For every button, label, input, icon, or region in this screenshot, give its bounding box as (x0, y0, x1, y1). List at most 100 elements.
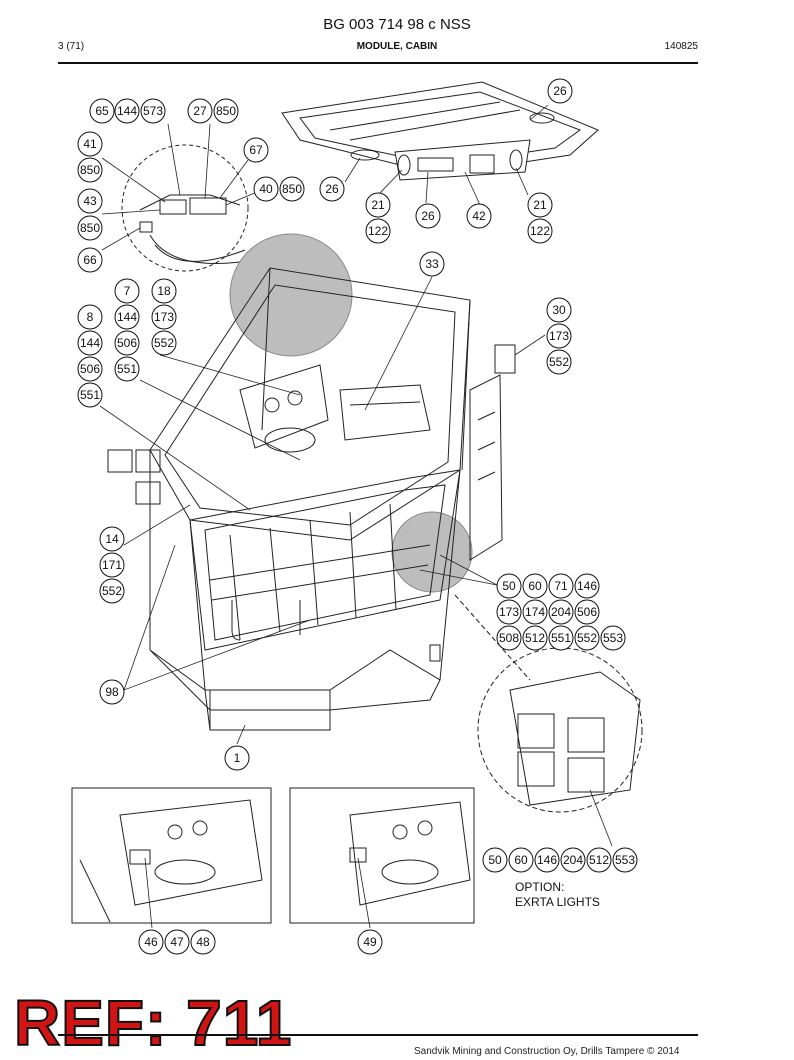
callout-66: 66 (77, 247, 103, 273)
header-rule (58, 62, 698, 64)
svg-text:204: 204 (551, 605, 571, 619)
callout-42: 42 (466, 203, 492, 229)
callout-552: 552 (151, 330, 177, 356)
callout-171: 171 (99, 552, 125, 578)
svg-text:144: 144 (117, 310, 137, 324)
option-label: OPTION: (515, 880, 565, 894)
callout-41: 41 (77, 131, 103, 157)
svg-text:98: 98 (105, 685, 119, 699)
callout-173: 173 (151, 304, 177, 330)
callout-512: 512 (586, 847, 612, 873)
svg-text:48: 48 (196, 935, 210, 949)
svg-text:552: 552 (154, 336, 174, 350)
callout-146: 146 (574, 573, 600, 599)
svg-text:46: 46 (144, 935, 158, 949)
svg-text:506: 506 (80, 362, 100, 376)
callout-552: 552 (99, 578, 125, 604)
svg-text:122: 122 (368, 224, 388, 238)
svg-text:40: 40 (259, 182, 273, 196)
callout-26: 26 (319, 176, 345, 202)
callout-47: 47 (164, 929, 190, 955)
callout-49: 49 (357, 929, 383, 955)
svg-text:47: 47 (170, 935, 184, 949)
svg-text:122: 122 (530, 224, 550, 238)
callout-26: 26 (415, 203, 441, 229)
document-date: 140825 (664, 41, 698, 52)
svg-text:27: 27 (193, 104, 207, 118)
inset-dashboard-right (289, 787, 475, 924)
line-art (71, 81, 643, 929)
svg-text:41: 41 (83, 137, 97, 151)
svg-text:173: 173 (549, 329, 569, 343)
svg-text:26: 26 (553, 84, 567, 98)
svg-text:573: 573 (143, 104, 163, 118)
svg-text:14: 14 (105, 532, 119, 546)
svg-text:553: 553 (603, 631, 623, 645)
callout-8: 8 (77, 304, 103, 330)
callout-173: 173 (496, 599, 522, 625)
svg-text:512: 512 (589, 853, 609, 867)
callout-850: 850 (213, 98, 239, 124)
callout-552: 552 (546, 349, 572, 375)
footer-rule (58, 1034, 698, 1036)
callout-48: 48 (190, 929, 216, 955)
callout-174: 174 (522, 599, 548, 625)
callout-27: 27 (187, 98, 213, 124)
inset-dashboard-left (71, 787, 272, 924)
detail-view-connectors (121, 144, 249, 272)
callout-553: 553 (612, 847, 638, 873)
callout-98: 98 (99, 679, 125, 705)
callout-146: 146 (534, 847, 560, 873)
callout-7: 7 (114, 278, 140, 304)
svg-text:26: 26 (325, 182, 339, 196)
svg-text:850: 850 (282, 182, 302, 196)
callout-65: 65 (89, 98, 115, 124)
callout-573: 573 (140, 98, 166, 124)
callout-850: 850 (77, 157, 103, 183)
svg-text:551: 551 (117, 362, 137, 376)
svg-text:7: 7 (124, 284, 131, 298)
callout-50: 50 (482, 847, 508, 873)
callout-122: 122 (527, 218, 553, 244)
svg-text:204: 204 (563, 853, 583, 867)
callout-551: 551 (548, 625, 574, 651)
svg-text:144: 144 (80, 336, 100, 350)
callout-204: 204 (560, 847, 586, 873)
cabin-frame (107, 267, 516, 731)
callout-551: 551 (77, 382, 103, 408)
highlight-circle-lights (391, 511, 473, 593)
svg-text:8: 8 (87, 310, 94, 324)
svg-text:66: 66 (83, 253, 97, 267)
svg-text:850: 850 (80, 221, 100, 235)
svg-text:146: 146 (537, 853, 557, 867)
document-id: BG 003 714 98 c NSS (323, 16, 471, 33)
callout-144: 144 (114, 98, 140, 124)
svg-text:67: 67 (249, 143, 263, 157)
svg-text:551: 551 (551, 631, 571, 645)
callout-144: 144 (77, 330, 103, 356)
svg-text:30: 30 (552, 303, 566, 317)
svg-text:506: 506 (117, 336, 137, 350)
svg-text:553: 553 (615, 853, 635, 867)
callout-850: 850 (279, 176, 305, 202)
callout-40: 40 (253, 176, 279, 202)
svg-text:18: 18 (157, 284, 171, 298)
svg-text:552: 552 (102, 584, 122, 598)
svg-text:60: 60 (514, 853, 528, 867)
callout-60: 60 (508, 847, 534, 873)
svg-text:33: 33 (425, 257, 439, 271)
svg-text:850: 850 (216, 104, 236, 118)
svg-text:21: 21 (533, 198, 547, 212)
callout-26: 26 (547, 78, 573, 104)
callout-50: 50 (496, 573, 522, 599)
callout-14: 14 (99, 526, 125, 552)
callout-508: 508 (496, 625, 522, 651)
svg-text:21: 21 (371, 198, 385, 212)
svg-text:50: 50 (502, 579, 516, 593)
callout-60: 60 (522, 573, 548, 599)
svg-text:42: 42 (472, 209, 486, 223)
svg-text:173: 173 (154, 310, 174, 324)
callout-552: 552 (574, 625, 600, 651)
page-title: MODULE, CABIN (356, 41, 438, 52)
svg-text:1: 1 (234, 751, 241, 765)
